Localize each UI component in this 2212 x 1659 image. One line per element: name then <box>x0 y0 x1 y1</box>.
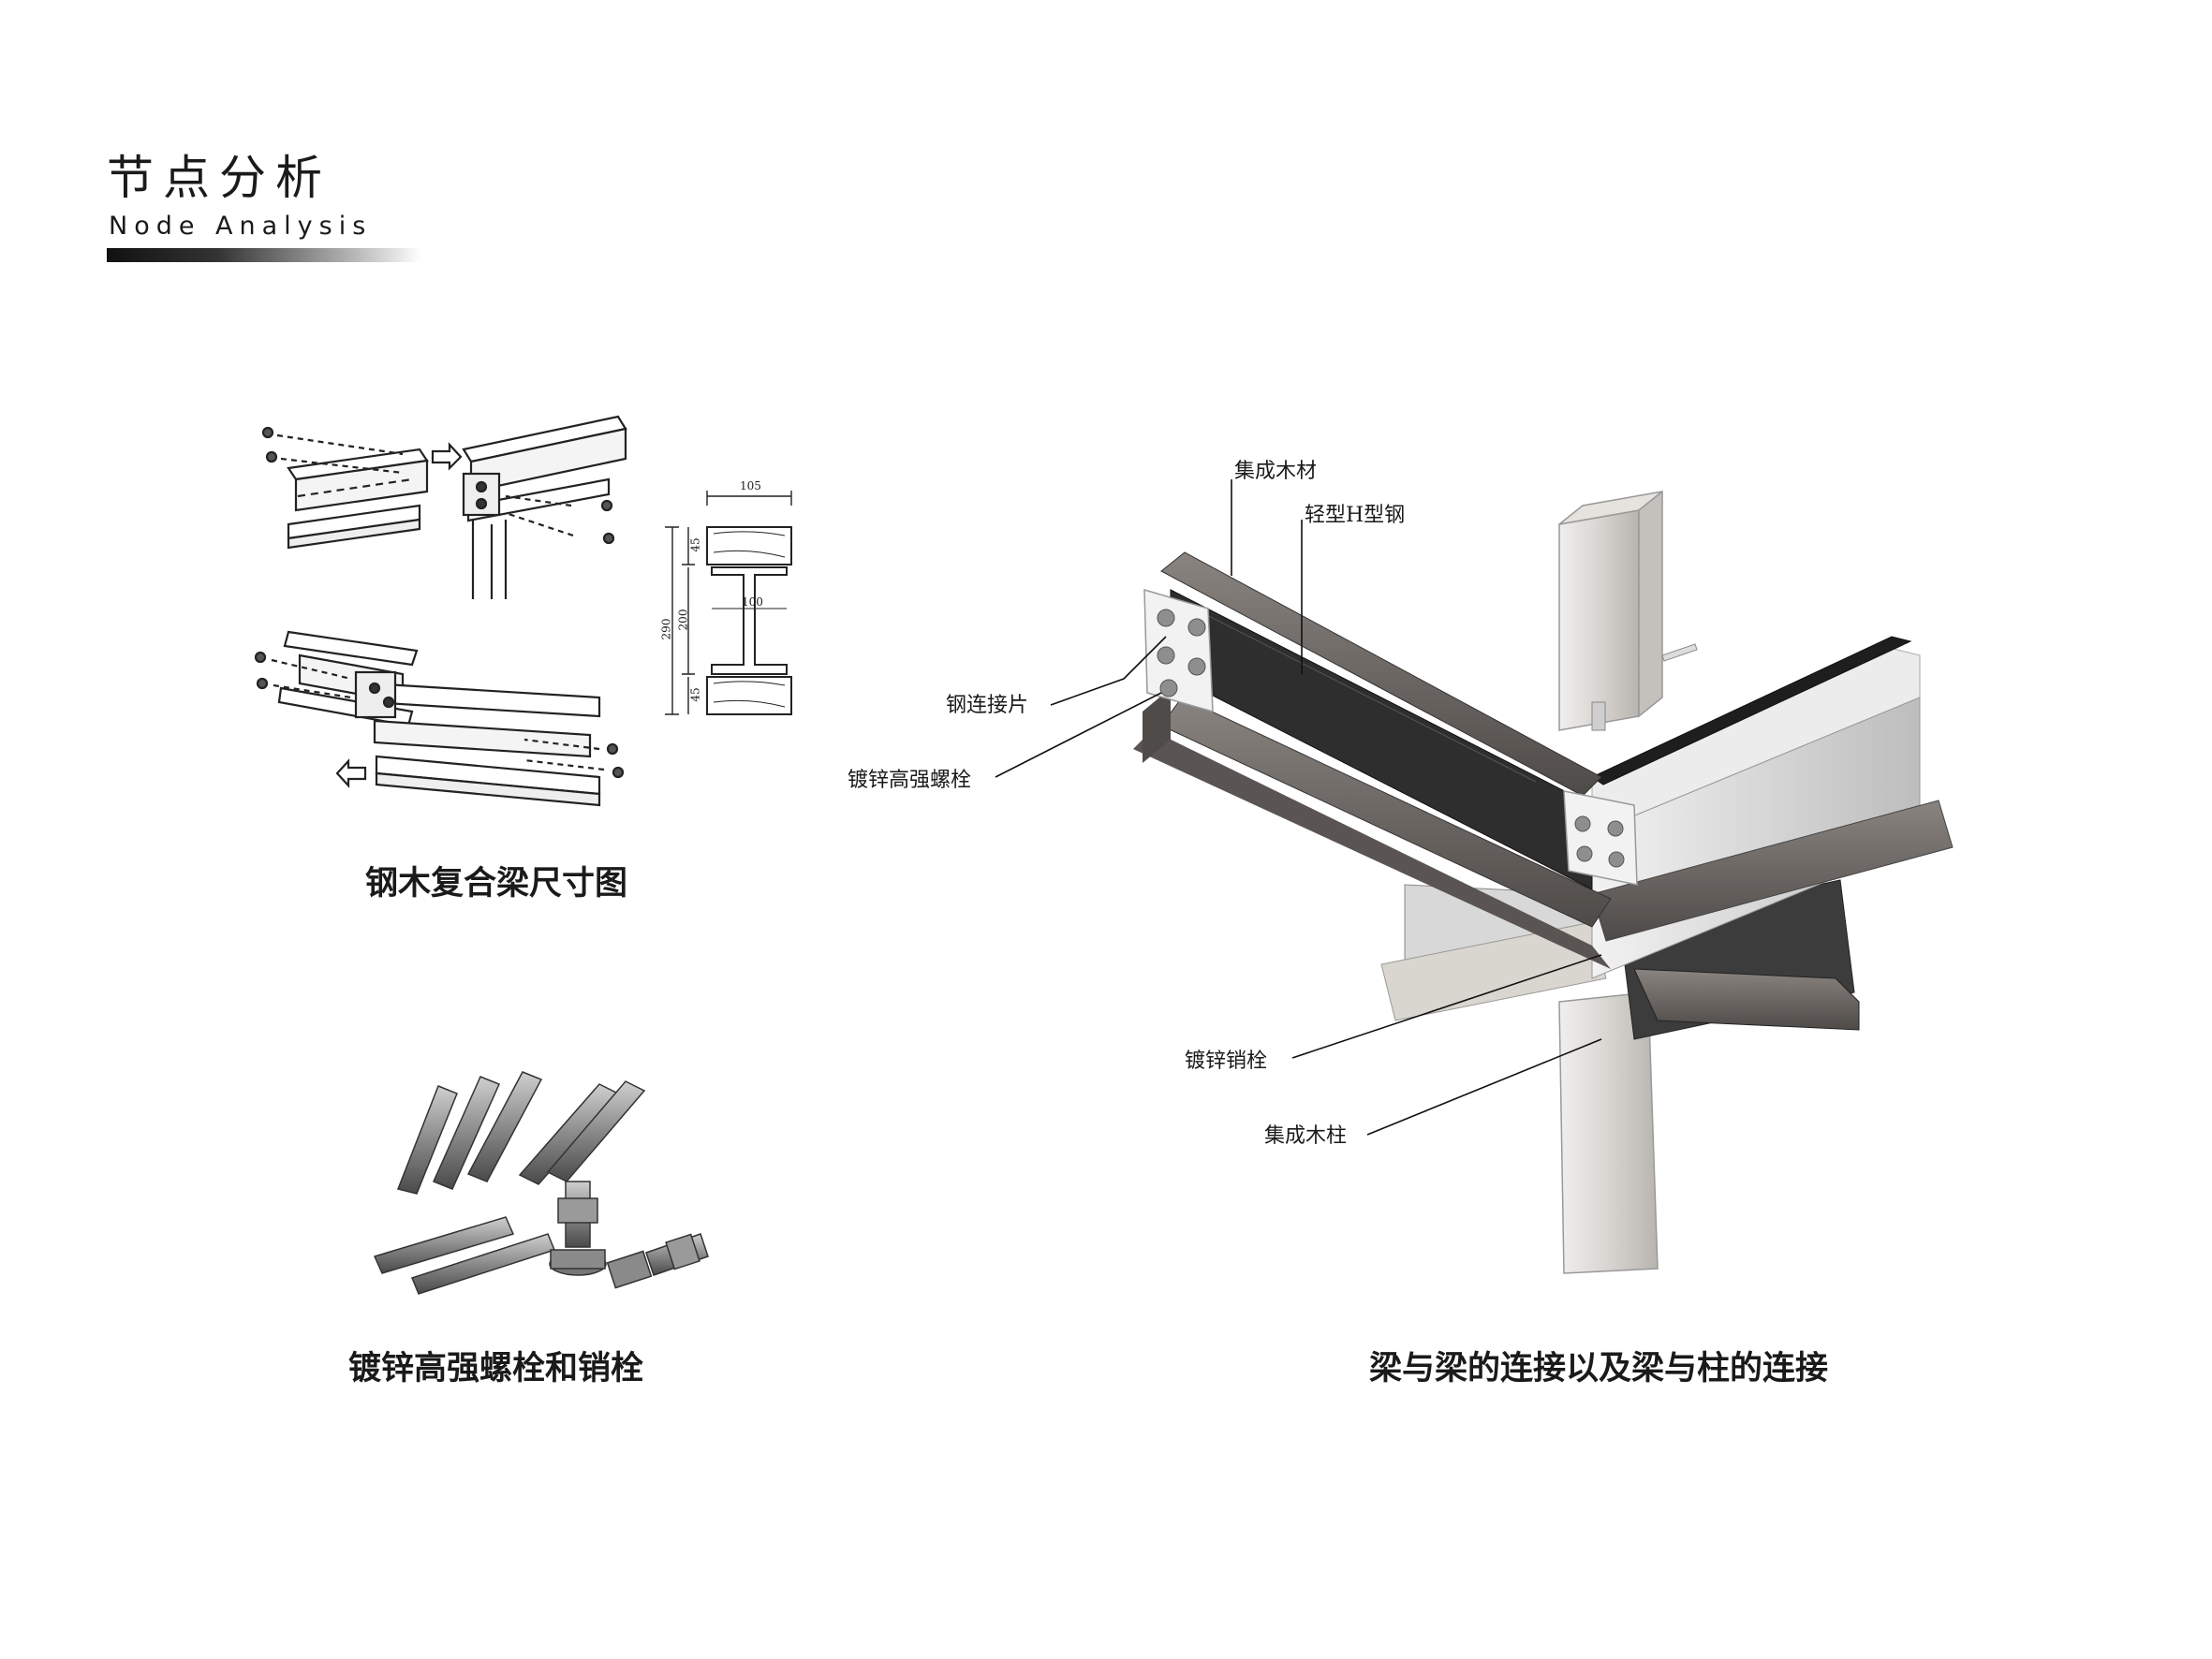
page-subtitle: Node Analysis <box>109 212 373 241</box>
callout-galvanized-bolt: 镀锌高强螺栓 <box>848 769 972 792</box>
beam-main <box>1133 551 1612 969</box>
bolt-heads <box>1157 609 1625 868</box>
h-section-drawing <box>665 491 792 715</box>
beam-right <box>1590 636 1954 979</box>
callout-galvanized-pin: 镀锌销栓 <box>1185 1050 1268 1073</box>
callout-glulam-column: 集成木柱 <box>1264 1124 1348 1148</box>
dim-width-top: 105 <box>740 479 761 492</box>
dim-web-width: 100 <box>742 595 763 609</box>
callout-light-h-steel: 轻型H型钢 <box>1305 504 1406 527</box>
beam-column-sketch <box>261 415 627 599</box>
caption-connection: 梁与梁的连接以及梁与柱的连接 <box>1369 1350 1829 1387</box>
title-underline-bar <box>107 248 421 262</box>
callout-steel-plate: 钢连接片 <box>946 694 1029 717</box>
leader-lines <box>995 479 1602 1136</box>
beam-bottom-left <box>1380 884 1607 1021</box>
glulam-column-top <box>1558 490 1663 731</box>
beam-beam-sketch <box>254 630 625 807</box>
caption-bolts-pins: 镀锌高强螺栓和销栓 <box>348 1350 644 1387</box>
callout-glulam: 集成木材 <box>1234 460 1318 483</box>
glulam-column-bottom <box>1558 991 1659 1274</box>
caption-dimension-drawing: 钢木复合梁尺寸图 <box>365 865 628 903</box>
page-title: 节点分析 <box>107 151 332 205</box>
